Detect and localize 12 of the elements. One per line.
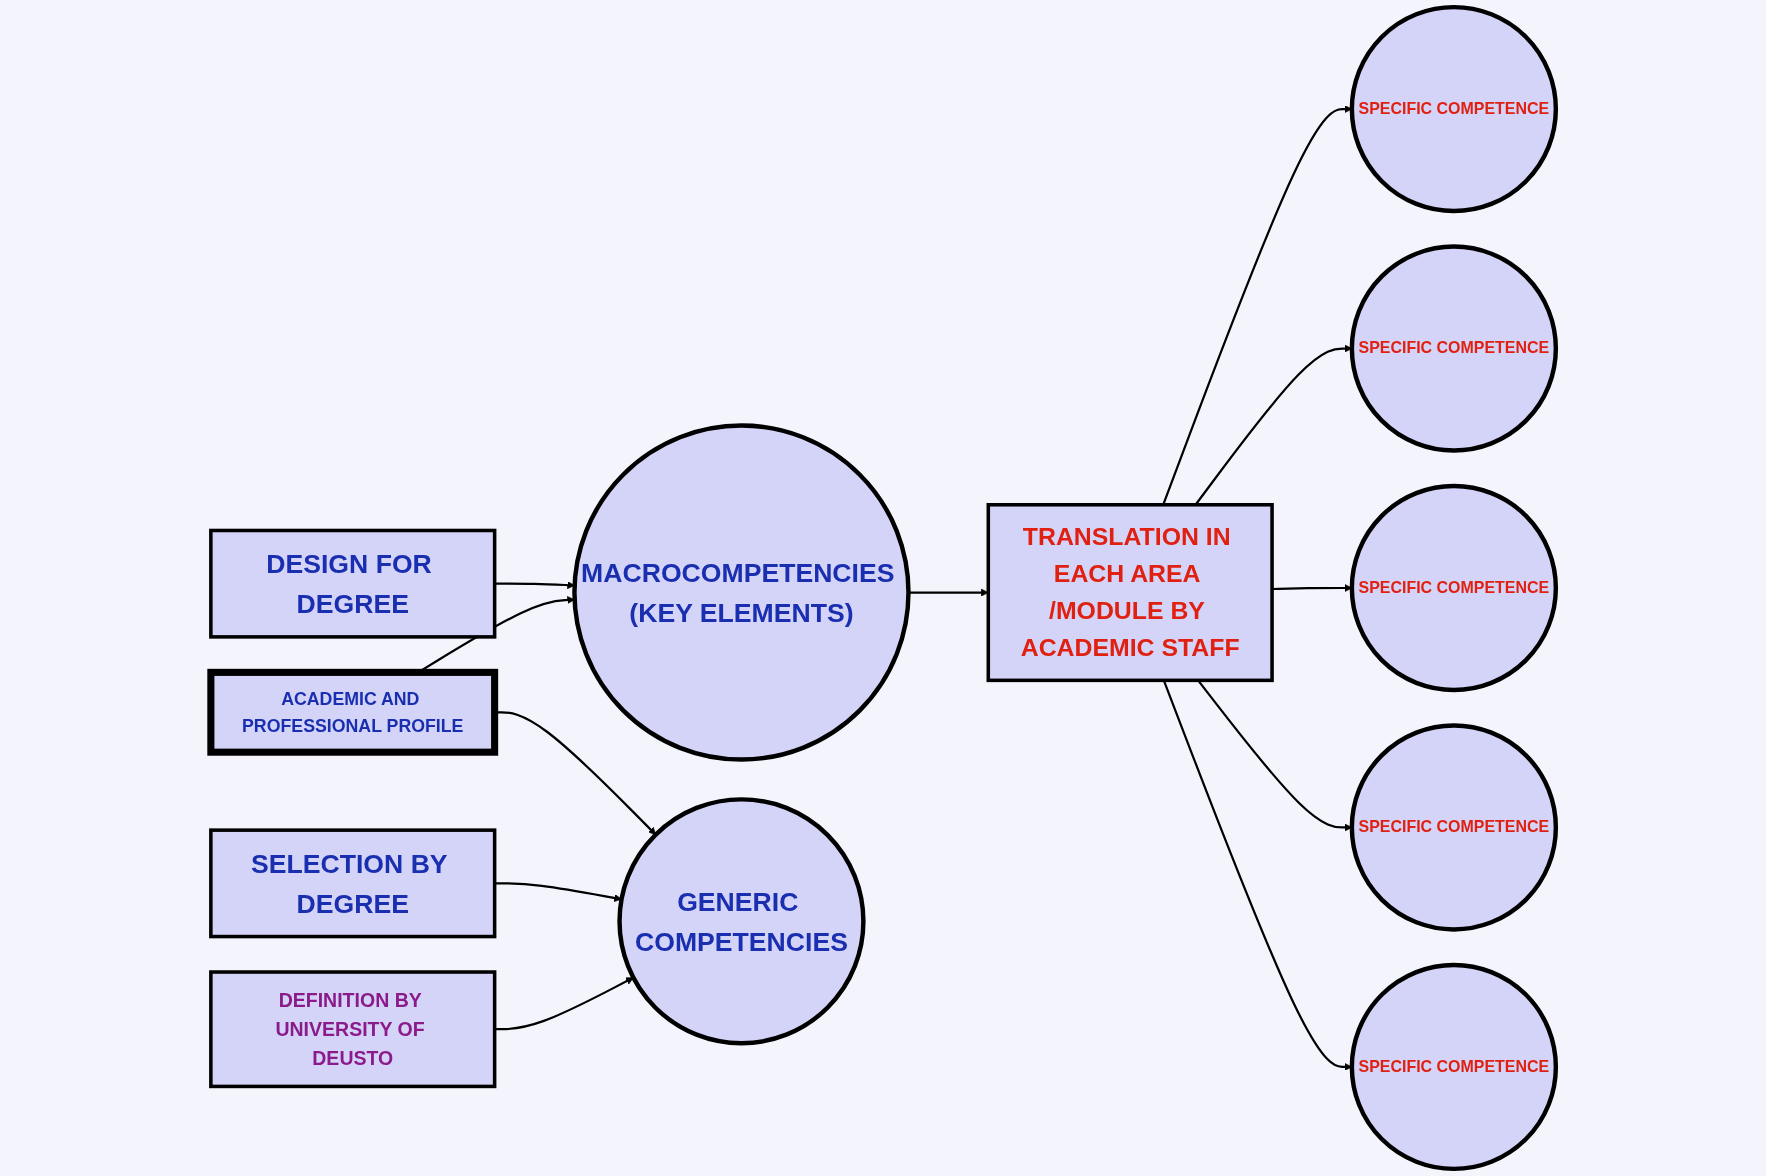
node-circle: MACROCOMPETENCIES (KEY ELEMENTS)	[571, 423, 911, 762]
node-circle: SPECIFIC COMPETENCE	[1349, 483, 1558, 693]
node-box: TRANSLATION IN EACH AREA /MODULE BY ACADEMIC STAFF	[986, 503, 1274, 683]
node-box: DEFINITION BY UNIVERSITY OF DEUSTO	[208, 970, 497, 1089]
node-box: DESIGN FOR DEGREE	[208, 528, 497, 639]
node-box: SELECTION BY DEGREE	[208, 828, 497, 939]
node-box: ACADEMIC AND PROFESSIONAL PROFILE	[206, 668, 498, 756]
node-circle: GENERIC COMPETENCIES	[616, 797, 866, 1046]
node-circle: SPECIFIC COMPETENCE	[1349, 244, 1558, 453]
node-circle: SPECIFIC COMPETENCE	[1349, 723, 1558, 932]
node-circle: SPECIFIC COMPETENCE	[1349, 4, 1558, 214]
node-circle: SPECIFIC COMPETENCE	[1349, 962, 1558, 1172]
